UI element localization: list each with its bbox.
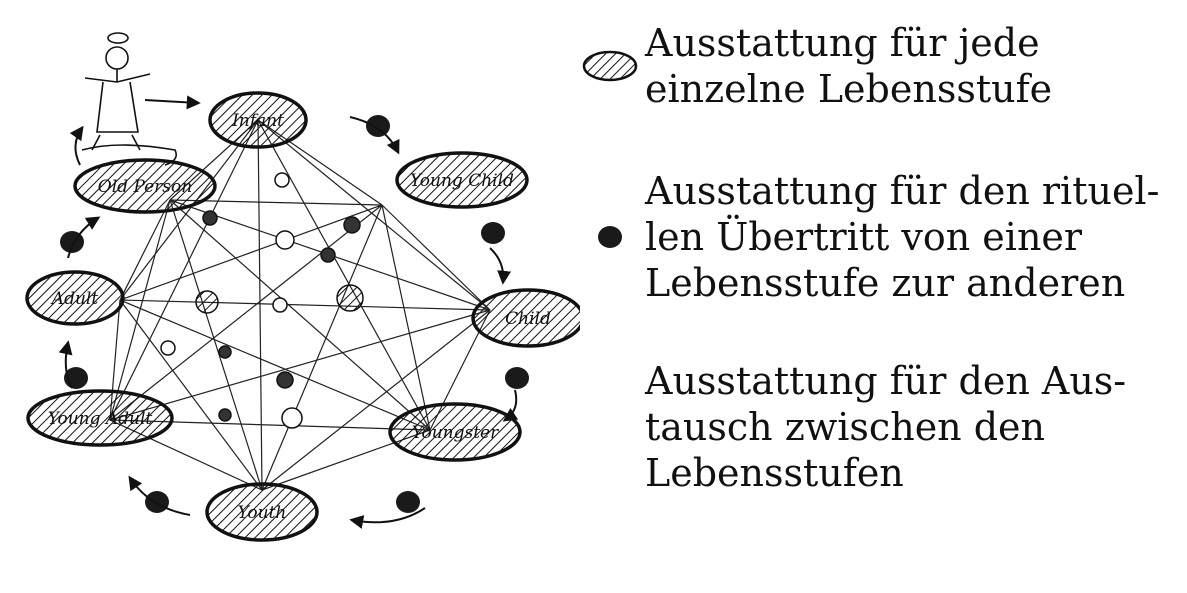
stage-youth: Youth [205,482,319,542]
stage-blobs: Infant Young Child Child Youngster Youth… [25,91,580,542]
stage-young-adult: Young Adult [26,389,174,447]
legend-line: tausch zwischen den [645,405,1046,449]
transition-marker [396,491,420,513]
legend-line: Lebensstufe zur anderen [645,261,1126,305]
angel-figure-icon [81,32,178,166]
stage-label: Old Person [98,177,192,197]
legend-line: Lebensstufen [645,451,904,495]
stage-child: Child [471,288,580,348]
life-stages-diagram: Infant Young Child Child Youngster Youth… [25,32,580,542]
filled-dot-icon [575,219,645,255]
legend-line: Ausstattung für den rituel- [645,169,1160,213]
cycle-arrows [58,95,519,529]
legend-transition-text: Ausstattung für den rituel- len Übertrit… [645,168,1159,306]
stage-label: Young Adult [48,409,153,429]
legend-exchange-equipment: Ausstattung für den Aus- tausch zwischen… [575,358,1126,496]
legend-line: einzelne Lebensstufe [645,67,1053,111]
transition-marker [366,115,390,137]
legend-line: len Übertritt von einer [645,215,1083,259]
stage-infant: Infant [208,91,308,149]
stage-young-child: Young Child [395,151,529,209]
legend-exchange-text: Ausstattung für den Aus- tausch zwischen… [645,358,1126,496]
legend-transition-equipment: Ausstattung für den rituel- len Übertrit… [575,168,1159,306]
hatched-oval-icon [575,48,645,84]
stage-old-person: Old Person [73,158,217,214]
legend-line: Ausstattung für den Aus- [645,359,1127,403]
transition-marker [481,222,505,244]
stage-label: Young Child [410,171,514,191]
stage-youngster: Youngster [388,402,522,462]
exchange-nodes [160,172,364,429]
stage-label: Infant [231,111,284,131]
stage-label: Child [505,309,551,329]
legend-stage-equipment: Ausstattung für jede einzelne Lebensstuf… [575,20,1052,112]
stage-label: Youngster [412,423,499,443]
legend-line: Ausstattung für jede [645,21,1040,65]
transition-marker [145,491,169,513]
stage-label: Adult [50,289,99,309]
legend-stage-text: Ausstattung für jede einzelne Lebensstuf… [645,20,1052,112]
transition-marker [505,367,529,389]
stage-label: Youth [238,503,287,523]
stage-adult: Adult [25,270,125,326]
